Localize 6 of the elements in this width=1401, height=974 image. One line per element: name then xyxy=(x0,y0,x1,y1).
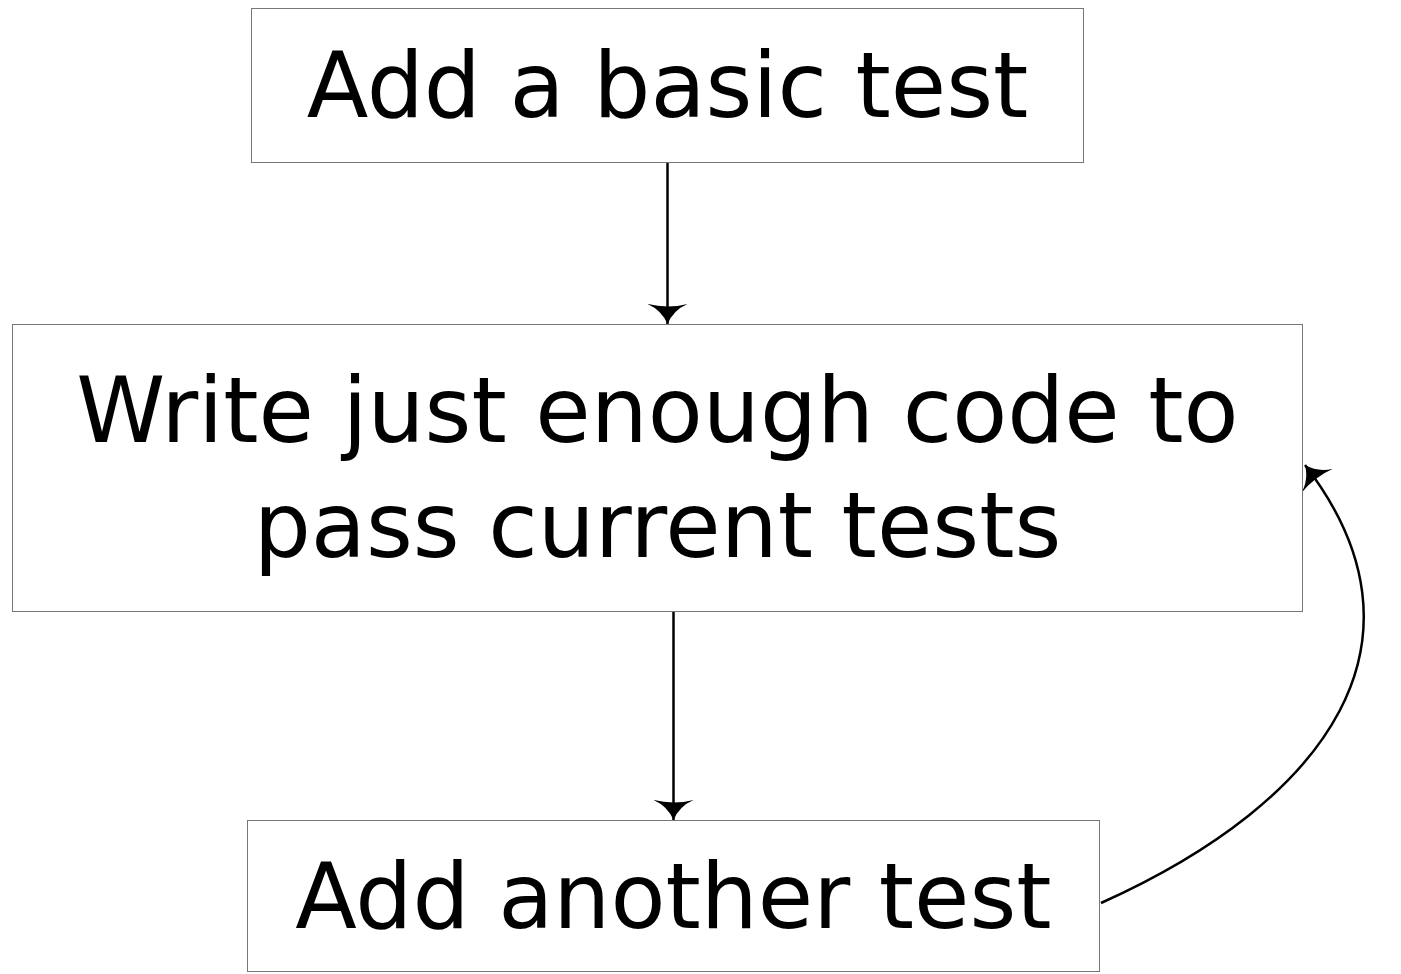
process-box xyxy=(247,820,1100,972)
step-text: Add another test xyxy=(295,842,1052,951)
process-box xyxy=(251,8,1084,163)
step-text: Add a basic test xyxy=(306,32,1029,140)
process-box xyxy=(12,324,1303,612)
step-text: Write just enough code to pass current tests xyxy=(75,357,1240,580)
